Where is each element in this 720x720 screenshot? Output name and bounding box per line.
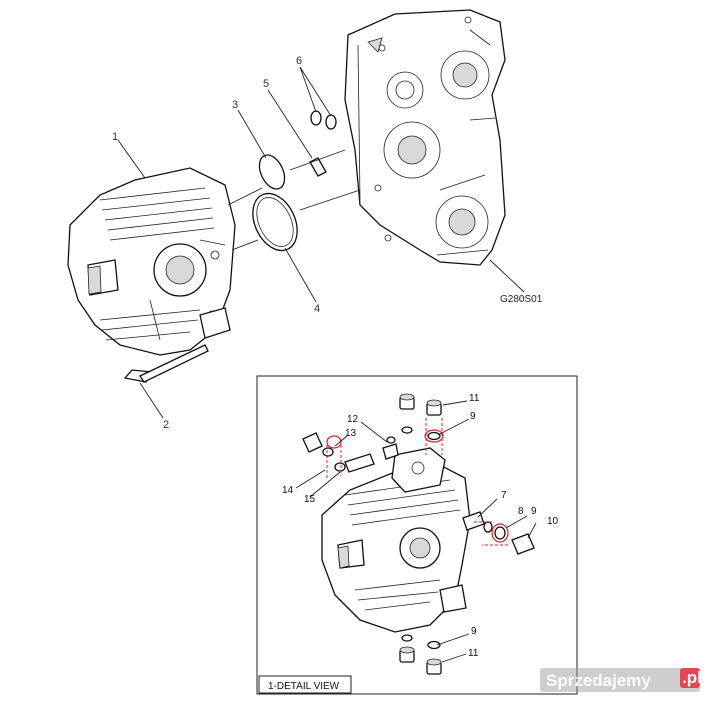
o-ring-icon	[252, 192, 298, 252]
transmission-pump-icon	[67, 167, 236, 356]
watermark: Sprzedajemy .pl	[540, 668, 702, 692]
callout-1: 1	[112, 131, 118, 143]
detail-callout-11-bottom: 11	[468, 648, 479, 659]
detail-pump-icon	[321, 447, 471, 633]
detail-view-title: 1-DETAIL VIEW	[268, 681, 340, 692]
detail-callout-13: 13	[345, 428, 357, 439]
detail-view-title-box	[258, 675, 352, 694]
gearbox-housing-icon	[344, 9, 506, 266]
o-ring-icon	[258, 154, 286, 190]
callout-4: 4	[314, 303, 320, 315]
highlight-rings	[326, 418, 509, 546]
plug-icon	[399, 393, 442, 675]
detail-callout-7: 7	[501, 490, 507, 501]
watermark-suffix: .pl	[682, 668, 702, 687]
callout-6: 6	[296, 55, 302, 67]
bolt-icon	[123, 344, 209, 383]
watermark-backdrop	[540, 668, 700, 692]
washer-icon	[322, 426, 506, 650]
callout-5: 5	[263, 78, 269, 90]
o-ring-icon	[310, 110, 322, 126]
detail-callout-15: 15	[304, 494, 316, 505]
detail-callout-14: 14	[282, 485, 294, 496]
detail-callout-11-top: 11	[469, 393, 480, 404]
callout-2: 2	[163, 419, 169, 431]
detail-callout-10: 10	[547, 516, 559, 527]
watermark-badge	[680, 668, 700, 688]
detail-callout-12: 12	[347, 414, 359, 425]
detail-callout-9-bottom: 9	[471, 626, 477, 637]
detail-callout-9-top: 9	[470, 411, 476, 422]
callout-3: 3	[232, 99, 238, 111]
detail-callout-9-right: 9	[531, 506, 537, 517]
watermark-text: Sprzedajemy	[546, 671, 651, 690]
reference-code: G280S01	[500, 294, 543, 305]
dowel-pin-icon	[309, 157, 327, 177]
o-ring-icon	[325, 114, 337, 130]
detail-callout-8: 8	[518, 506, 524, 517]
